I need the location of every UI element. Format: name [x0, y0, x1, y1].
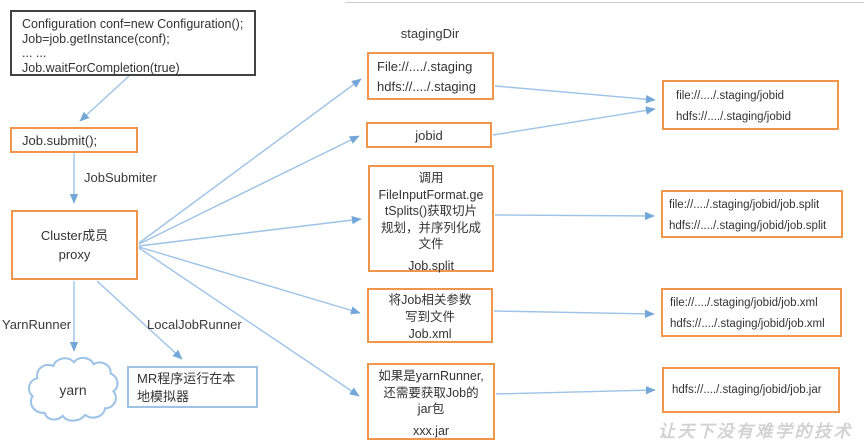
localjobrunner-label: LocalJobRunner [147, 317, 242, 332]
staging-dir-box: File://..../.staging hdfs://..../.stagin… [367, 52, 494, 100]
jar-file-name: xxx.jar [412, 423, 450, 438]
jobid-label: jobid [415, 128, 443, 143]
result-path: hdfs://..../.staging/jobid/job.split [669, 220, 827, 232]
split-desc-line: tSplits()获取切片 [384, 204, 478, 218]
result-path: hdfs://..../.staging/jobid [676, 111, 792, 123]
code-line: Job.waitForCompletion(true) [22, 60, 180, 75]
code-line: Job=job.getInstance(conf); [22, 31, 170, 46]
jar-desc-line: 还需要获取Job的 [383, 385, 479, 400]
arrow-cluster-to-jobid [138, 135, 360, 245]
job-submit-box: Job.submit(); [10, 127, 138, 153]
arrow-jobid-to-jobiddir [492, 106, 656, 136]
mr-local-text: MR程序运行在本地模拟器 [137, 371, 236, 404]
watermark-text: 让天下没有难学的技术 [658, 422, 853, 442]
result-path: file://..../.staging/jobid/job.split [669, 199, 820, 211]
split-desc-line: FileInputFormat.ge [378, 187, 484, 202]
arrow-split-to-rightsplit [494, 211, 655, 221]
staging-path: File://..../.staging [377, 59, 473, 74]
cloud-icon [27, 356, 119, 422]
cluster-line: proxy [58, 247, 91, 262]
cluster-proxy-box: Cluster成员 proxy [11, 210, 138, 280]
result-path: hdfs://..../.staging/jobid/job.jar [672, 384, 822, 396]
arrow-staging-to-jobiddir [494, 85, 656, 104]
result-path: hdfs://..../.staging/jobid/job.xml [670, 318, 825, 330]
driver-code-box: Configuration conf=new Configuration(); … [10, 10, 256, 76]
result-path: file://..../.staging/jobid/job.xml [670, 297, 818, 309]
xml-desc-line: 将Job相关参数 [388, 293, 472, 307]
xml-box: 将Job相关参数 写到文件 Job.xml [367, 288, 493, 343]
result-split-box: file://..../.staging/jobid/job.split hdf… [661, 190, 843, 238]
arrow-cluster-to-staging [138, 78, 362, 244]
result-xml-box: file://..../.staging/jobid/job.xml hdfs:… [661, 288, 842, 337]
job-submit-label: Job.submit(); [22, 133, 98, 148]
yarn-cloud: yarn [26, 354, 120, 426]
top-border-line [345, 2, 864, 3]
xml-file-name: Job.xml [408, 327, 452, 341]
split-file-name: Job.split [408, 258, 454, 273]
result-path: file://..../.staging/jobid [676, 90, 785, 102]
jobsubmiter-label: JobSubmiter [84, 170, 157, 185]
stagingdir-label: stagingDir [400, 26, 460, 41]
result-jar-box: hdfs://..../.staging/jobid/job.jar [662, 367, 840, 413]
yarn-label: yarn [59, 382, 87, 398]
arrow-code-to-submit [79, 75, 130, 122]
yarnrunner-label: YarnRunner [2, 317, 72, 332]
split-desc-line: 调用 [418, 171, 444, 185]
jobid-box: jobid [366, 122, 492, 148]
split-box: 调用 FileInputFormat.ge tSplits()获取切片 规划，并… [368, 165, 494, 273]
code-line: Configuration conf=new Configuration(); [22, 17, 244, 31]
split-desc-line: 规划，并序列化成 [380, 220, 481, 235]
staging-path: hdfs://..../.staging [377, 79, 476, 94]
jar-desc-line: 如果是yarnRunner, [378, 369, 484, 383]
mr-local-box: MR程序运行在本地模拟器 [127, 366, 258, 408]
arrow-cluster-to-xml [138, 246, 361, 315]
jar-box: 如果是yarnRunner, 还需要获取Job的 jar包 xxx.jar [367, 363, 495, 440]
arrow-cluster-to-split [138, 215, 362, 247]
arrow-jar-to-rightjar [495, 386, 656, 395]
cluster-line: Cluster成员 [40, 228, 109, 243]
xml-desc-line: 写到文件 [404, 310, 455, 324]
result-jobid-dir-box: file://..../.staging/jobid hdfs://..../.… [662, 80, 839, 130]
split-desc-line: 文件 [418, 237, 444, 251]
jar-desc-line: jar包 [417, 402, 445, 416]
arrow-xml-to-rightxml [493, 309, 655, 319]
code-line: ... ... [22, 46, 47, 60]
